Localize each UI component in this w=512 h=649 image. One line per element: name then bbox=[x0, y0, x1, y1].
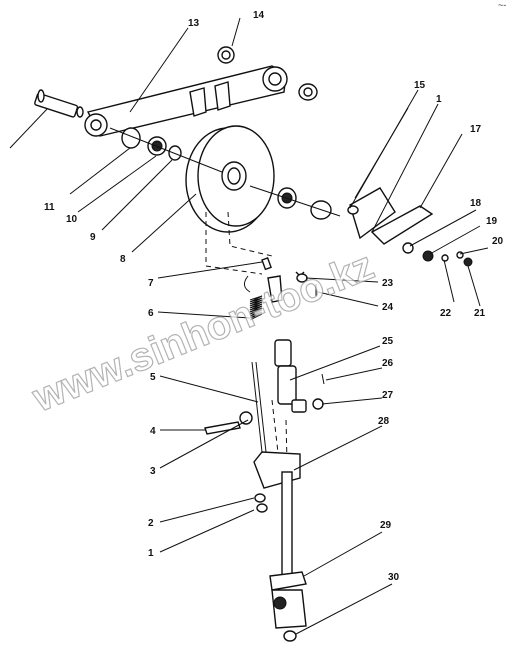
callout-14: 14 bbox=[253, 10, 265, 21]
callout-7: 7 bbox=[148, 278, 154, 289]
callout-27: 27 bbox=[382, 390, 394, 401]
watermark-text: www.sinhon-too.kz bbox=[26, 244, 380, 421]
callout-20: 20 bbox=[492, 236, 504, 247]
callout-25: 25 bbox=[382, 336, 394, 347]
callout-1-top: 1 bbox=[436, 94, 442, 105]
callout-6: 6 bbox=[148, 308, 154, 319]
callout-26: 26 bbox=[382, 358, 394, 369]
callout-15: 15 bbox=[414, 80, 426, 91]
callout-29: 29 bbox=[380, 520, 392, 531]
callout-30: 30 bbox=[388, 572, 400, 583]
callout-18: 18 bbox=[470, 198, 482, 209]
callout-10: 10 bbox=[66, 214, 78, 225]
callout-17: 17 bbox=[470, 124, 482, 135]
callout-24: 24 bbox=[382, 302, 394, 313]
callout-19: 19 bbox=[486, 216, 498, 227]
leader-lines bbox=[69, 27, 489, 635]
bottom-clamp bbox=[269, 571, 307, 642]
swing-arm bbox=[84, 65, 288, 137]
callout-13: 13 bbox=[188, 18, 200, 29]
callout-28: 28 bbox=[378, 416, 390, 427]
callout-4: 4 bbox=[150, 426, 156, 437]
callout-23: 23 bbox=[382, 278, 394, 289]
adjusting-rod bbox=[204, 361, 267, 453]
callout-21: 21 bbox=[474, 308, 486, 319]
damper-cylinder bbox=[274, 339, 325, 413]
callout-8: 8 bbox=[120, 254, 126, 265]
bearings-right bbox=[249, 185, 341, 220]
pivot-bracket bbox=[347, 107, 473, 267]
lower-lever-bracket bbox=[253, 451, 301, 583]
callout-labels: 13 14 11 10 9 8 15 1 17 18 19 20 22 21 7… bbox=[44, 10, 504, 583]
left-shaft-bolt bbox=[9, 89, 84, 149]
callout-1: 1 bbox=[148, 548, 154, 559]
top-bushing bbox=[217, 17, 318, 101]
callout-9: 9 bbox=[90, 232, 96, 243]
callout-5: 5 bbox=[150, 372, 156, 383]
callout-22: 22 bbox=[440, 308, 452, 319]
bearings-left bbox=[109, 127, 223, 173]
callout-11: 11 bbox=[44, 202, 55, 213]
callout-2: 2 bbox=[148, 518, 154, 529]
callout-3: 3 bbox=[150, 466, 156, 477]
corner-mark: ~- bbox=[498, 0, 506, 10]
roller-wheel bbox=[185, 125, 275, 233]
